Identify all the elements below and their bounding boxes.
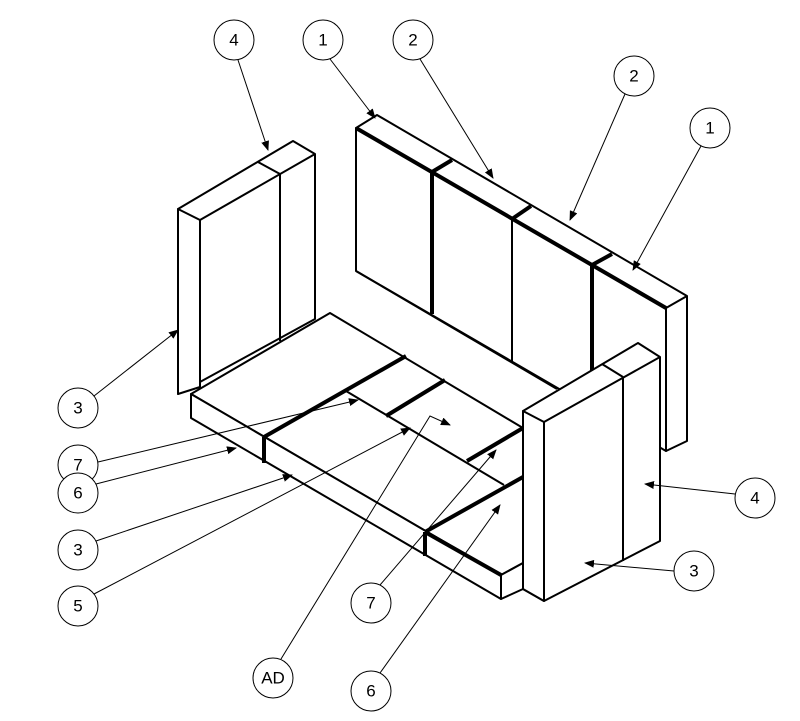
leader-lines (93, 58, 736, 674)
back-wall (354, 114, 688, 452)
callout-7: 7 (350, 582, 392, 624)
callout-4: 4 (734, 477, 776, 519)
callout-5: 5 (57, 585, 99, 627)
callout-label: 6 (73, 484, 82, 503)
callout-label: 7 (73, 456, 82, 475)
callout-6: 6 (57, 472, 99, 514)
callout-label: 1 (318, 31, 327, 50)
callout-label: AD (261, 669, 285, 688)
callout-label: 4 (750, 489, 759, 508)
callout-3: 3 (673, 550, 715, 592)
callout-label: 3 (73, 541, 82, 560)
left-side-panel (177, 140, 316, 395)
right-side-panel (522, 342, 661, 602)
callout-label: 5 (73, 597, 82, 616)
callout-3: 3 (57, 529, 99, 571)
callout-1: 1 (689, 107, 731, 149)
callout-ad: AD (252, 657, 294, 699)
callout-6: 6 (350, 670, 392, 712)
callout-label: 3 (73, 399, 82, 418)
callout-label: 1 (705, 119, 714, 138)
callout-label: 4 (229, 31, 238, 50)
callout-2: 2 (613, 55, 655, 97)
callout-label: 2 (408, 31, 417, 50)
callout-label: 3 (689, 562, 698, 581)
callout-1: 1 (302, 19, 344, 61)
callout-label: 2 (629, 67, 638, 86)
callout-2: 2 (392, 19, 434, 61)
callout-label: 7 (366, 594, 375, 613)
callout-label: 6 (366, 682, 375, 701)
callout-4: 4 (213, 19, 255, 61)
callout-3: 3 (57, 387, 99, 429)
